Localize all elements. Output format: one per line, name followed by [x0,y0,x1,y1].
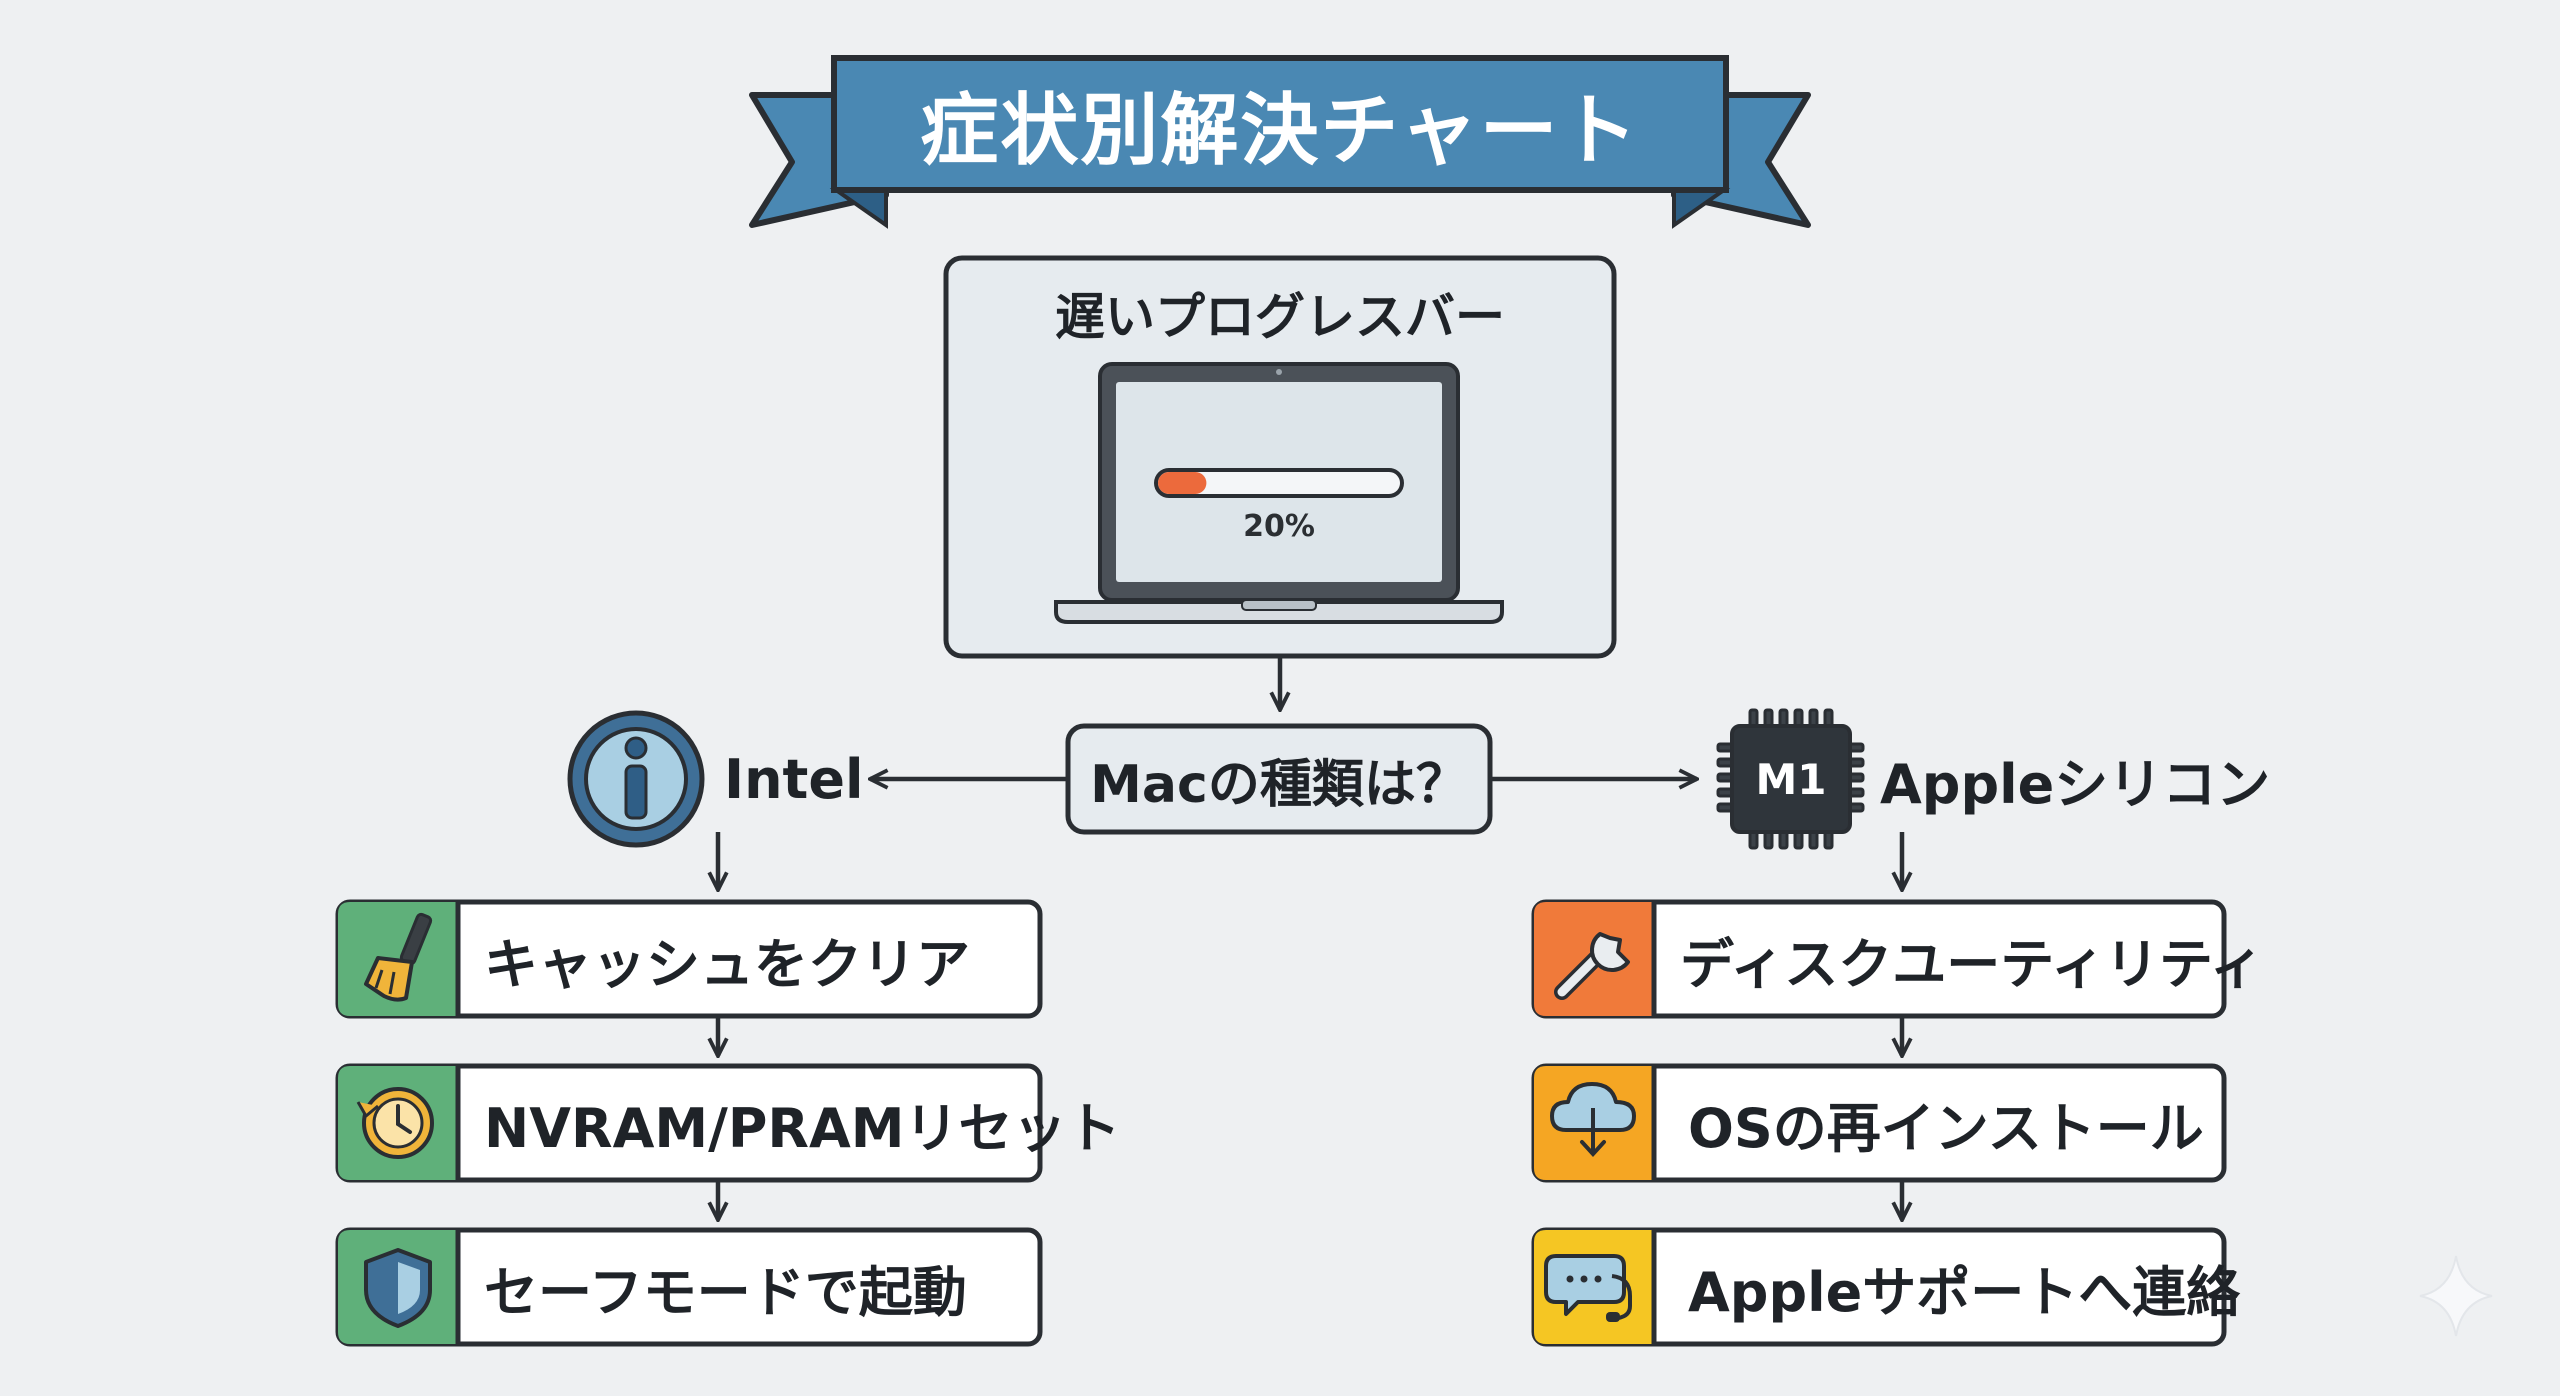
intel-info-icon [567,710,705,848]
m1-chip-label: M1 [1755,754,1827,804]
question-box [1065,723,1493,835]
title-banner [749,55,1811,229]
intel-step-2-box [335,1063,1043,1183]
apple-silicon-label: Appleシリコン [1880,752,2271,816]
progress-percentage: 20% [1243,508,1315,544]
apple-step-2-box [1531,1063,2227,1183]
top-box-label: 遅いプログレスバー [1055,288,1505,346]
broom-icon [364,912,433,1002]
intel-label: Intel [724,747,864,811]
shield-icon [364,1248,432,1328]
cloud-download-icon [1550,1082,1636,1157]
progress-bar-fill [1158,472,1207,494]
intel-step-2-label: NVRAM/PRAMリセット [484,1096,1121,1160]
page-title: 症状別解決チャート [920,86,1640,176]
m1-chip-icon [1716,708,1865,850]
connectors [718,658,1902,1220]
reset-clock-icon [356,1087,434,1159]
apple-step-2-label: OSの再インストール [1688,1096,2204,1160]
question-label: Macの種類は？ [1090,754,1468,815]
support-chat-icon [1544,1254,1632,1322]
top-box [943,255,1617,659]
wrench-icon [1554,932,1630,1000]
apple-step-3-label: Appleサポートへ連絡 [1688,1260,2241,1324]
apple-step-1-label: ディスクユーティリティ [1680,932,2264,996]
intel-step-1-label: キャッシュをクリア [484,932,970,996]
intel-step-3-label: セーフモードで起動 [484,1260,967,1324]
progress-bar [1154,468,1404,498]
sparkle-icon [2419,1255,2493,1337]
